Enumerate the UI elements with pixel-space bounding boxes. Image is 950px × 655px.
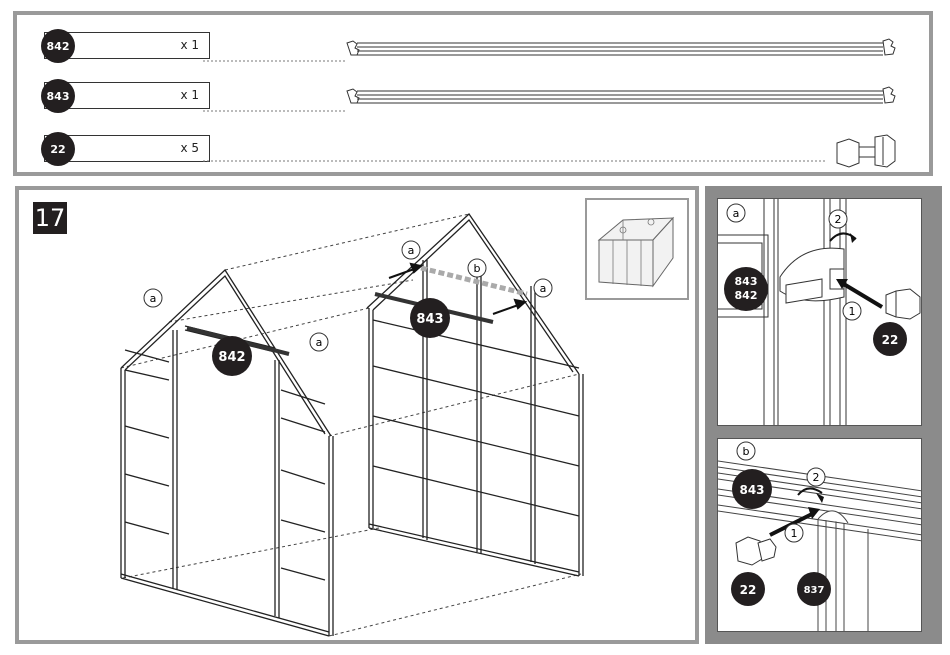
detail-a-label-text: a <box>733 207 740 220</box>
badge-843-text: 843 <box>735 275 758 288</box>
step-1-text: 1 <box>849 305 856 318</box>
detail-b-label-text: b <box>743 445 750 458</box>
callout-a-text: a <box>316 336 323 349</box>
callout-a-text: a <box>150 292 157 305</box>
detail-a-drawing: a 2 1 843 842 22 <box>718 199 922 426</box>
step-2-text: 2 <box>835 213 842 226</box>
parts-illustrations <box>17 15 929 172</box>
rod-842-drawing <box>347 39 895 55</box>
label-a-middle: a <box>310 333 328 351</box>
badge-22: 22 <box>873 322 907 356</box>
front-gable-frame <box>121 270 333 636</box>
step-1-marker: 1 <box>843 302 861 320</box>
greenhouse-frame-drawing: a a a a b 842 843 <box>19 190 695 640</box>
badge-842: 842 <box>212 336 252 376</box>
bolt-22-drawing <box>736 537 776 565</box>
bolt-22-drawing <box>886 289 920 319</box>
badge-842-text: 842 <box>218 350 245 365</box>
badge-843: 843 <box>732 469 772 509</box>
parts-list-panel: 842 x 1 843 x 1 22 x 5 <box>13 11 933 176</box>
bolt-22-drawing <box>837 135 895 167</box>
badge-843: 843 <box>410 298 450 338</box>
step-1-marker: 1 <box>785 524 803 542</box>
detail-b-panel: b 2 1 843 22 837 <box>717 438 922 632</box>
detail-a-label: a <box>727 204 745 222</box>
badge-843-text: 843 <box>739 483 764 497</box>
badge-22-text: 22 <box>882 333 899 347</box>
label-a-left: a <box>144 289 162 307</box>
step-2-text: 2 <box>813 471 820 484</box>
badge-837-text: 837 <box>804 585 825 596</box>
rod-843-drawing <box>347 87 895 103</box>
detail-b-drawing: b 2 1 843 22 837 <box>718 439 922 632</box>
rotation-arrow <box>830 233 856 243</box>
badge-843-text: 843 <box>416 312 443 327</box>
badge-837: 837 <box>797 572 831 606</box>
badge-843-842: 843 842 <box>724 267 768 311</box>
badge-22: 22 <box>731 572 765 606</box>
leader-lines <box>203 61 827 161</box>
badge-842-text: 842 <box>735 289 758 302</box>
callout-b-text: b <box>474 262 481 275</box>
label-a-rear-right: a <box>534 279 552 297</box>
detail-panels: a 2 1 843 842 22 <box>705 186 942 644</box>
step-2-marker: 2 <box>829 210 847 228</box>
detail-b-label: b <box>737 442 755 460</box>
step-2-marker: 2 <box>807 468 825 486</box>
label-a-rear-left: a <box>402 241 420 259</box>
callout-a-text: a <box>408 244 415 257</box>
label-b: b <box>468 259 486 277</box>
step-1-text: 1 <box>791 527 798 540</box>
callout-a-text: a <box>540 282 547 295</box>
detail-a-panel: a 2 1 843 842 22 <box>717 198 922 426</box>
main-assembly-panel: 17 <box>15 186 699 644</box>
badge-22-text: 22 <box>740 583 757 597</box>
